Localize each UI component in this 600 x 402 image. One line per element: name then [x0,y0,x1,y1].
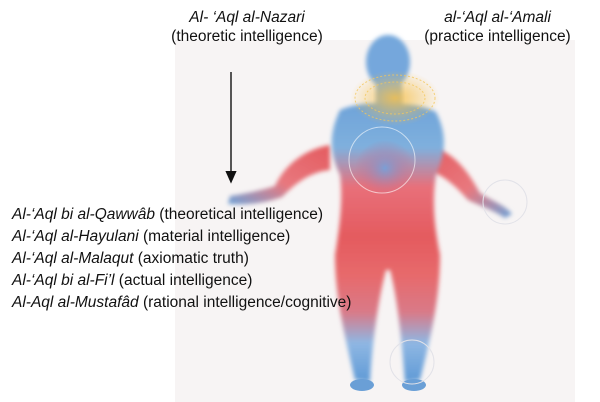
level-item: Al-‘Aql bi al-Fi’l (actual intelligence) [12,271,351,293]
level-meaning: (material intelligence) [139,228,291,245]
level-term: Al-‘Aql bi al-Qawwâb [12,206,155,223]
level-item: Al-‘Aql al-Hayulani (material intelligen… [12,227,351,249]
practical-meaning: (practice intelligence) [405,27,590,46]
level-item: Al-‘Aql al-Malaqut (axiomatic truth) [12,249,351,271]
practical-term: al-‘Aql al-‘Amali [405,8,590,27]
level-meaning: (rational intelligence/cognitive) [139,294,352,311]
intelligence-levels-list: Al-‘Aql bi al-Qawwâb (theoretical intell… [12,205,351,315]
theoretic-intelligence-label: Al- ‘Aql al-Nazari (theoretic intelligen… [122,8,372,46]
level-term: Al-Aql al-Mustafâd [12,294,139,311]
level-meaning: (theoretical intelligence) [155,206,323,223]
level-term: Al-‘Aql al-Hayulani [12,228,139,245]
theoretic-meaning: (theoretic intelligence) [122,27,372,46]
level-meaning: (actual intelligence) [115,272,253,289]
level-item: Al-Aql al-Mustafâd (rational intelligenc… [12,293,351,315]
level-term: Al-‘Aql al-Malaqut [12,250,133,267]
level-item: Al-‘Aql bi al-Qawwâb (theoretical intell… [12,205,351,227]
level-term: Al-‘Aql bi al-Fi’l [12,272,115,289]
theoretic-term: Al- ‘Aql al-Nazari [122,8,372,27]
level-meaning: (axiomatic truth) [133,250,248,267]
practical-intelligence-label: al-‘Aql al-‘Amali (practice intelligence… [405,8,590,46]
